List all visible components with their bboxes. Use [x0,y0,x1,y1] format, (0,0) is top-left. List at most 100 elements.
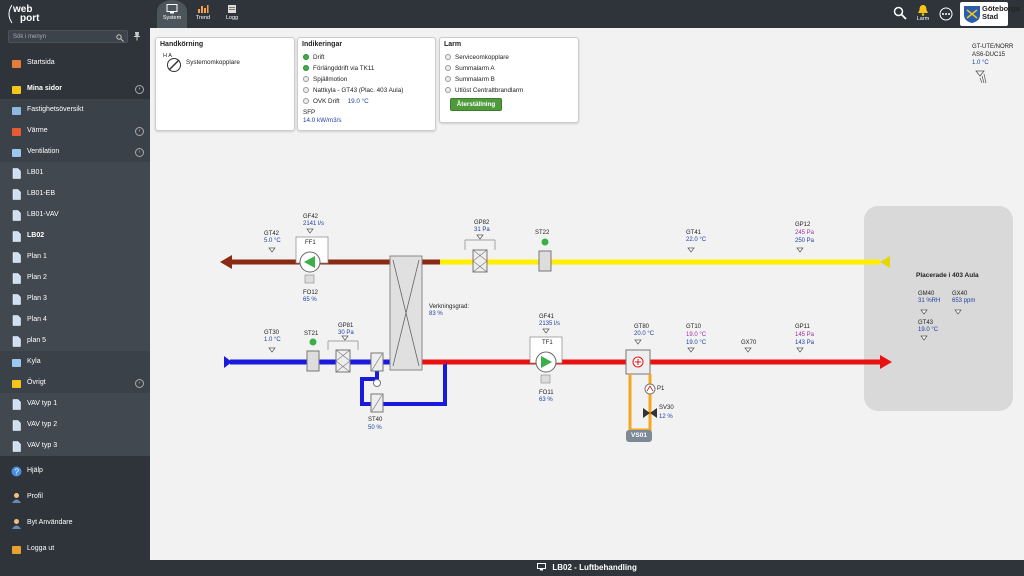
search-icon [116,34,124,42]
sidebar-item-lb01-vav[interactable]: LB01-VAV [0,204,150,225]
air-handling-schematic [220,228,962,432]
ind-nattkyla: Nattkyla - GT43 (Plac. 403 Aula) [303,87,403,94]
fo11-icon[interactable] [540,374,551,384]
sidebar-item-lb02[interactable]: LB02 [0,225,150,246]
ind-ovk-label: OVK Drift [313,98,340,105]
building-icon [11,104,22,115]
sidebar-item-label: Logga ut [27,545,55,552]
sv30-valve-icon[interactable] [643,408,657,418]
footer-title: LB02 - Luftbehandling [552,563,637,572]
sidebar-item-vav-typ-2[interactable]: VAV typ 2 [0,414,150,435]
ind-nattkyla-label: Nattkyla - GT43 (Plac. 403 Aula) [313,87,404,94]
gp81-filter-icon[interactable] [335,349,351,373]
heating-pipe [628,374,652,432]
sidebar-item-mina-sidor[interactable]: Mina sidor› [0,78,150,99]
larm-summa-b: Summalarm B [445,76,495,83]
sidebar-item-vav-typ-3[interactable]: VAV typ 3 [0,435,150,456]
st21-status-dot [309,338,317,346]
trend-chart-icon [198,5,209,13]
sidebar-item-övrigt[interactable]: Övrigt› [0,372,150,393]
status-dot-off [445,87,451,93]
document-icon [11,293,22,305]
outdoor-sensor-name1: GT-UTE/NORR [972,44,1014,50]
sidebar-item-ventilation[interactable]: Ventilation› [0,141,150,162]
chevron-right-icon[interactable]: › [135,85,144,94]
sidebar-item-startsida[interactable]: Startsida [0,52,150,73]
document-icon [11,440,22,452]
gt41-name: GT41 [686,230,702,236]
ind-spjallmotion: Spjällmotion [303,76,347,83]
sidebar-item-fastighetsöversikt[interactable]: Fastighetsöversikt [0,99,150,120]
sidebar-item-plan-1[interactable]: Plan 1 [0,246,150,267]
supply-inlet-icon [224,356,232,368]
sidebar-item-label: Värme [27,127,48,134]
chevron-right-icon[interactable]: › [135,379,144,388]
sidebar-item-plan-2[interactable]: Plan 2 [0,267,150,288]
document-icon [11,209,22,221]
home-icon [11,57,22,68]
nav-system[interactable]: System [157,0,187,28]
nav-logg[interactable]: Logg [217,0,247,28]
menu-search-input[interactable]: Sök i menyn [8,30,128,43]
nav-system-label: System [162,15,182,21]
gm40-value: 31 %RH [918,298,941,304]
manual-switch-icon[interactable] [166,57,182,73]
ind-spjallmotion-label: Spjällmotion [313,76,348,83]
sfp-label: SFP [303,109,316,116]
fo12-value: 65 % [303,297,317,303]
alarm-button[interactable]: Larm [912,0,934,28]
fo12-icon[interactable] [304,274,315,284]
sidebar-item-label: Byt Användare [27,519,73,526]
st21-damper-icon[interactable] [306,350,320,372]
sidebar-item-profil[interactable]: Profil [0,486,150,507]
fo11-value: 63 % [539,397,553,403]
status-dot-off [303,87,309,93]
st22-status-dot [541,238,549,246]
more-button[interactable] [936,0,956,28]
larm-summa-b-label: Summalarm B [455,76,495,83]
handkorning-panel: Handkörning H A Systemomkopplare [155,37,295,131]
gp81-name: GP81 [338,323,354,329]
gf42-value: 2141 l/s [303,221,325,227]
gp82-filter-icon[interactable] [472,249,488,273]
ff1-fan-triangle [304,256,315,268]
sidebar-item-värme[interactable]: Värme › [0,120,150,141]
gt41-value: 22.0 °C [686,237,707,243]
goteborgs-stad-logo[interactable]: Göteborgs Stad [960,2,1020,26]
sidebar-item-plan-4[interactable]: Plan 4 [0,309,150,330]
p1-pump-icon[interactable] [644,383,656,395]
chevron-right-icon[interactable]: › [135,148,144,157]
sidebar-item-plan-3[interactable]: Plan 3 [0,288,150,309]
reset-alarm-button[interactable]: Återställning [450,98,502,111]
sidebar-item-vav-typ-1[interactable]: VAV typ 1 [0,393,150,414]
outdoor-sensor-icon[interactable] [975,70,987,84]
sidebar-item-logga-ut[interactable]: Logga ut [0,538,150,559]
vs01-button[interactable]: VS01 [626,430,652,442]
sidebar-item-lb01[interactable]: LB01 [0,162,150,183]
sidebar-item-byt-användare[interactable]: Byt Användare [0,512,150,533]
sidebar-item-label: VAV typ 2 [27,421,58,428]
sidebar-item-plan-5[interactable]: plan 5 [0,330,150,351]
st40-value: 50 % [368,425,382,431]
chevron-right-icon[interactable]: › [135,127,144,136]
p1-label: P1 [657,386,665,392]
nav-trend[interactable]: Trend [188,0,218,28]
extract-inlet-icon [880,256,890,268]
sidebar-item-kyla[interactable]: Kyla [0,351,150,372]
sidebar-item-lb01-eb[interactable]: LB01-EB [0,183,150,204]
sv30-value: 12 % [659,414,673,420]
status-dot-off [445,54,451,60]
ind-forlangddrift: Förlängddrift via TK11 [303,65,374,72]
switch-ha-label: H A [163,53,172,59]
gt10-value1: 19.0 °C [686,332,707,338]
ind-drift: Drift [303,54,325,61]
fo11-name: FO11 [539,390,554,396]
outdoor-sensor-name2: AS6-DUC15 [972,52,1006,58]
st22-damper-icon[interactable] [538,250,552,272]
search-button[interactable] [890,0,910,28]
status-dot-off [303,76,309,82]
sidebar-item-hjälp[interactable]: ?Hjälp [0,460,150,481]
webport-logo[interactable]: web port [6,3,50,25]
larm-brand-label: Utlöst Centraltbrandlarm [455,87,524,94]
pin-icon[interactable] [133,31,141,41]
